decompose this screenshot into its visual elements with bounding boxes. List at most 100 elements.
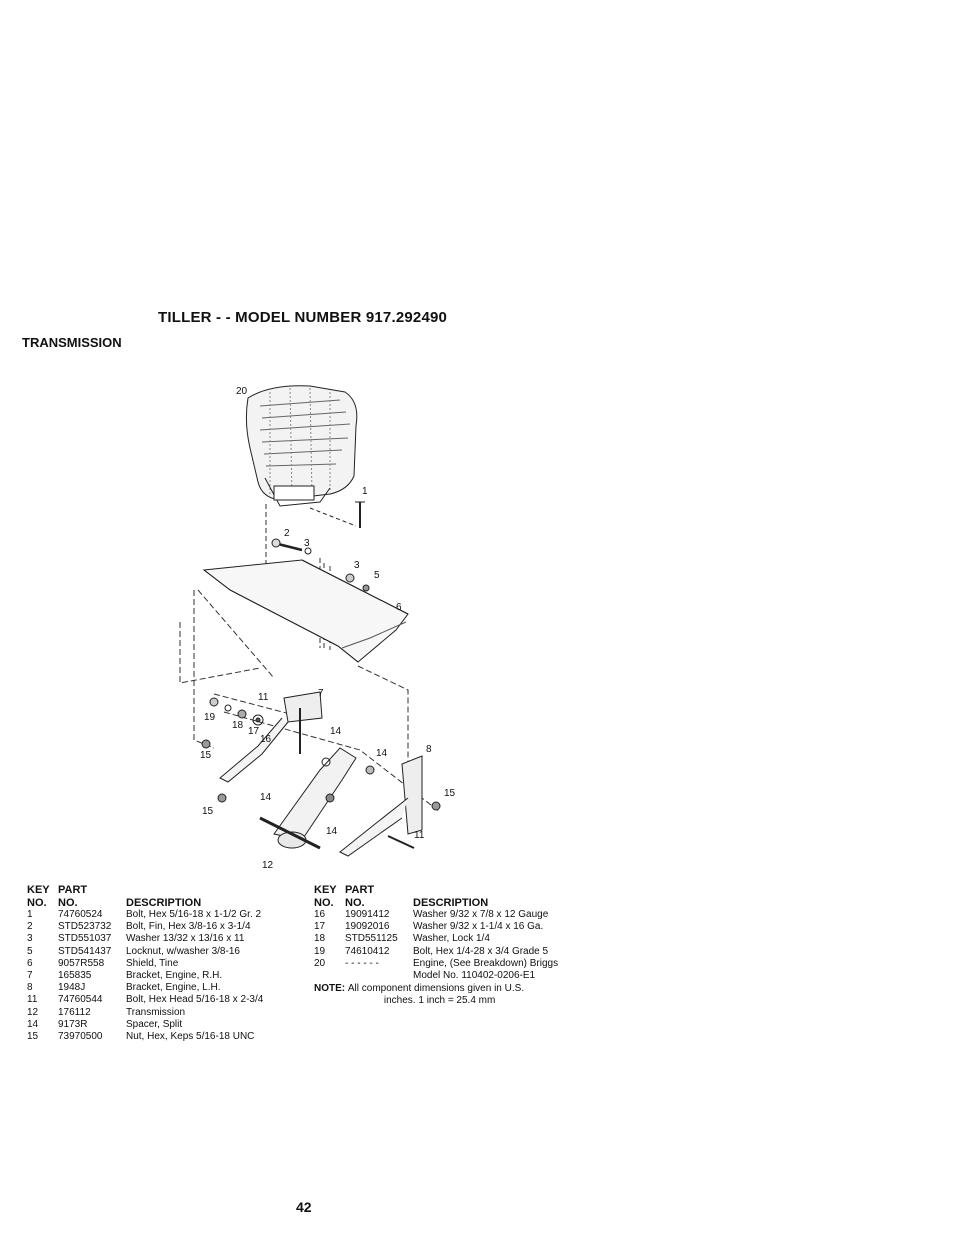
key-cell: 7 — [27, 970, 33, 982]
description-cell: Spacer, Split — [126, 1018, 183, 1030]
callout-14b: 14 — [376, 748, 388, 759]
description-cell-continued: Model No. 110402-0206-E1 — [413, 970, 536, 982]
callout-7: 7 — [318, 688, 324, 699]
part-cell: 19092016 — [345, 921, 390, 933]
header-key: KEY — [314, 884, 337, 896]
tine-shield-illustration — [202, 559, 409, 663]
part-cell: 165835 — [58, 970, 92, 982]
part-cell: STD541437 — [58, 945, 112, 957]
description-cell: Bracket, Engine, R.H. — [126, 970, 223, 982]
description-cell: Bolt, Hex 5/16-18 x 1-1/2 Gr. 2 — [126, 909, 262, 920]
table-row: 2 STD523732 Bolt, Fin, Hex 3/8-16 x 3-1/4 — [27, 921, 263, 933]
key-cell: 5 — [27, 945, 33, 957]
section-heading: TRANSMISSION — [22, 335, 122, 350]
callout-3: 3 — [304, 538, 310, 549]
bracket-rh-illustration — [219, 691, 323, 783]
part-cell: 73970500 — [58, 1031, 103, 1043]
callout-17: 17 — [248, 726, 260, 737]
table-row: 19 74610412 Bolt, Hex 1/4-28 x 3/4 Grade 5 — [314, 946, 558, 958]
transmission-exploded-diagram: 20 1 2 3 3 5 6 7 11 19 18 17 16 14 14 8 … — [179, 385, 456, 871]
part-cell: STD551037 — [58, 933, 112, 945]
header-key: KEY — [27, 884, 50, 896]
hardware-cluster-illustration — [201, 697, 264, 803]
description-cell: Locknut, w/washer 3/8-16 — [126, 945, 240, 957]
key-cell: 17 — [314, 921, 326, 933]
description-cell: Nut, Hex, Keps 5/16-18 UNC — [126, 1031, 255, 1043]
description-cell: Bolt, Hex Head 5/16-18 x 2-3/4 — [126, 994, 264, 1006]
part-cell: STD551125 — [345, 933, 398, 945]
callout-6: 6 — [396, 602, 402, 613]
callout-11: 11 — [258, 692, 269, 703]
key-cell: 20 — [314, 957, 326, 969]
description-cell: Bracket, Engine, L.H. — [126, 982, 221, 994]
description-cell: Washer 9/32 x 7/8 x 12 Gauge — [413, 909, 549, 920]
key-cell: 3 — [27, 933, 33, 945]
callout-12: 12 — [262, 860, 274, 871]
part-cell: STD523732 — [58, 921, 112, 933]
transmission-illustration — [259, 747, 375, 850]
key-cell: 15 — [27, 1031, 39, 1043]
key-cell: 1 — [27, 909, 33, 920]
key-cell: 14 — [27, 1018, 39, 1030]
header-part: PART — [58, 884, 88, 896]
header-key-no: NO. — [27, 896, 47, 909]
callout-14c: 14 — [260, 792, 272, 803]
table-row: 5 STD541437 Locknut, w/washer 3/8-16 — [27, 946, 263, 958]
callout-15b: 15 — [200, 750, 212, 761]
table-row: Model No. 110402-0206-E1 — [314, 970, 558, 982]
key-cell: 16 — [314, 909, 326, 920]
page-title: TILLER - - MODEL NUMBER 917.292490 — [158, 309, 448, 326]
description-cell: Bolt, Hex 1/4-28 x 3/4 Grade 5 — [413, 945, 549, 957]
key-cell: 2 — [27, 921, 33, 933]
callout-1: 1 — [362, 486, 368, 497]
page-number: 42 — [296, 1199, 312, 1215]
part-cell: - - - - - - — [345, 957, 379, 969]
bracket-lh-illustration — [339, 755, 441, 857]
part-cell: 74760524 — [58, 909, 103, 920]
table-row: 18 STD551125 Washer, Lock 1/4 — [314, 933, 558, 945]
header-part-no: NO. — [58, 896, 78, 909]
description-cell: Engine, (See Breakdown) Briggs — [413, 957, 559, 969]
header-key-no: NO. — [314, 896, 334, 909]
callout-3b: 3 — [354, 560, 360, 571]
callout-8: 8 — [426, 744, 432, 755]
bolt-2-illustration — [271, 538, 370, 592]
table-row: 11 74760544 Bolt, Hex Head 5/16-18 x 2-3/4 — [27, 994, 263, 1006]
table-row: 7 165835 Bracket, Engine, R.H. — [27, 970, 263, 982]
key-cell: 12 — [27, 1006, 39, 1018]
note-line-1: All component dimensions given in U.S. — [347, 983, 525, 994]
key-cell: 6 — [27, 957, 33, 969]
callout-14d: 14 — [326, 826, 338, 837]
key-cell: 18 — [314, 933, 326, 945]
engine-illustration — [245, 385, 358, 507]
part-cell: 74610412 — [345, 945, 390, 957]
callout-11b: 11 — [414, 830, 425, 841]
description-cell: Washer 13/32 x 13/16 x 11 — [126, 933, 245, 945]
callout-15c: 15 — [202, 806, 214, 817]
part-cell: 74760544 — [58, 994, 103, 1006]
callout-19: 19 — [204, 712, 216, 723]
description-cell: Bolt, Fin, Hex 3/8-16 x 3-1/4 — [126, 921, 251, 933]
key-cell: 19 — [314, 945, 326, 957]
table-row: 3 STD551037 Washer 13/32 x 13/16 x 11 — [27, 933, 263, 945]
callout-14: 14 — [330, 726, 342, 737]
key-cell: 11 — [27, 994, 38, 1006]
description-cell: Washer, Lock 1/4 — [413, 933, 490, 945]
note-label: NOTE: — [314, 983, 346, 994]
note-line-2: inches. 1 inch = 25.4 mm — [383, 994, 496, 1006]
callout-2: 2 — [284, 528, 290, 539]
table-row: 15 73970500 Nut, Hex, Keps 5/16-18 UNC — [27, 1031, 263, 1043]
header-description: DESCRIPTION — [413, 896, 489, 909]
part-cell: 176112 — [58, 1006, 91, 1018]
bolt-1-illustration — [309, 501, 365, 528]
table-row: 20 - - - - - - Engine, (See Breakdown) Bri… — [314, 958, 558, 970]
header-part: PART — [345, 884, 375, 896]
dimension-note: NOTE: All component dimensions given in … — [314, 983, 588, 1006]
part-cell: 1948J — [58, 982, 86, 994]
